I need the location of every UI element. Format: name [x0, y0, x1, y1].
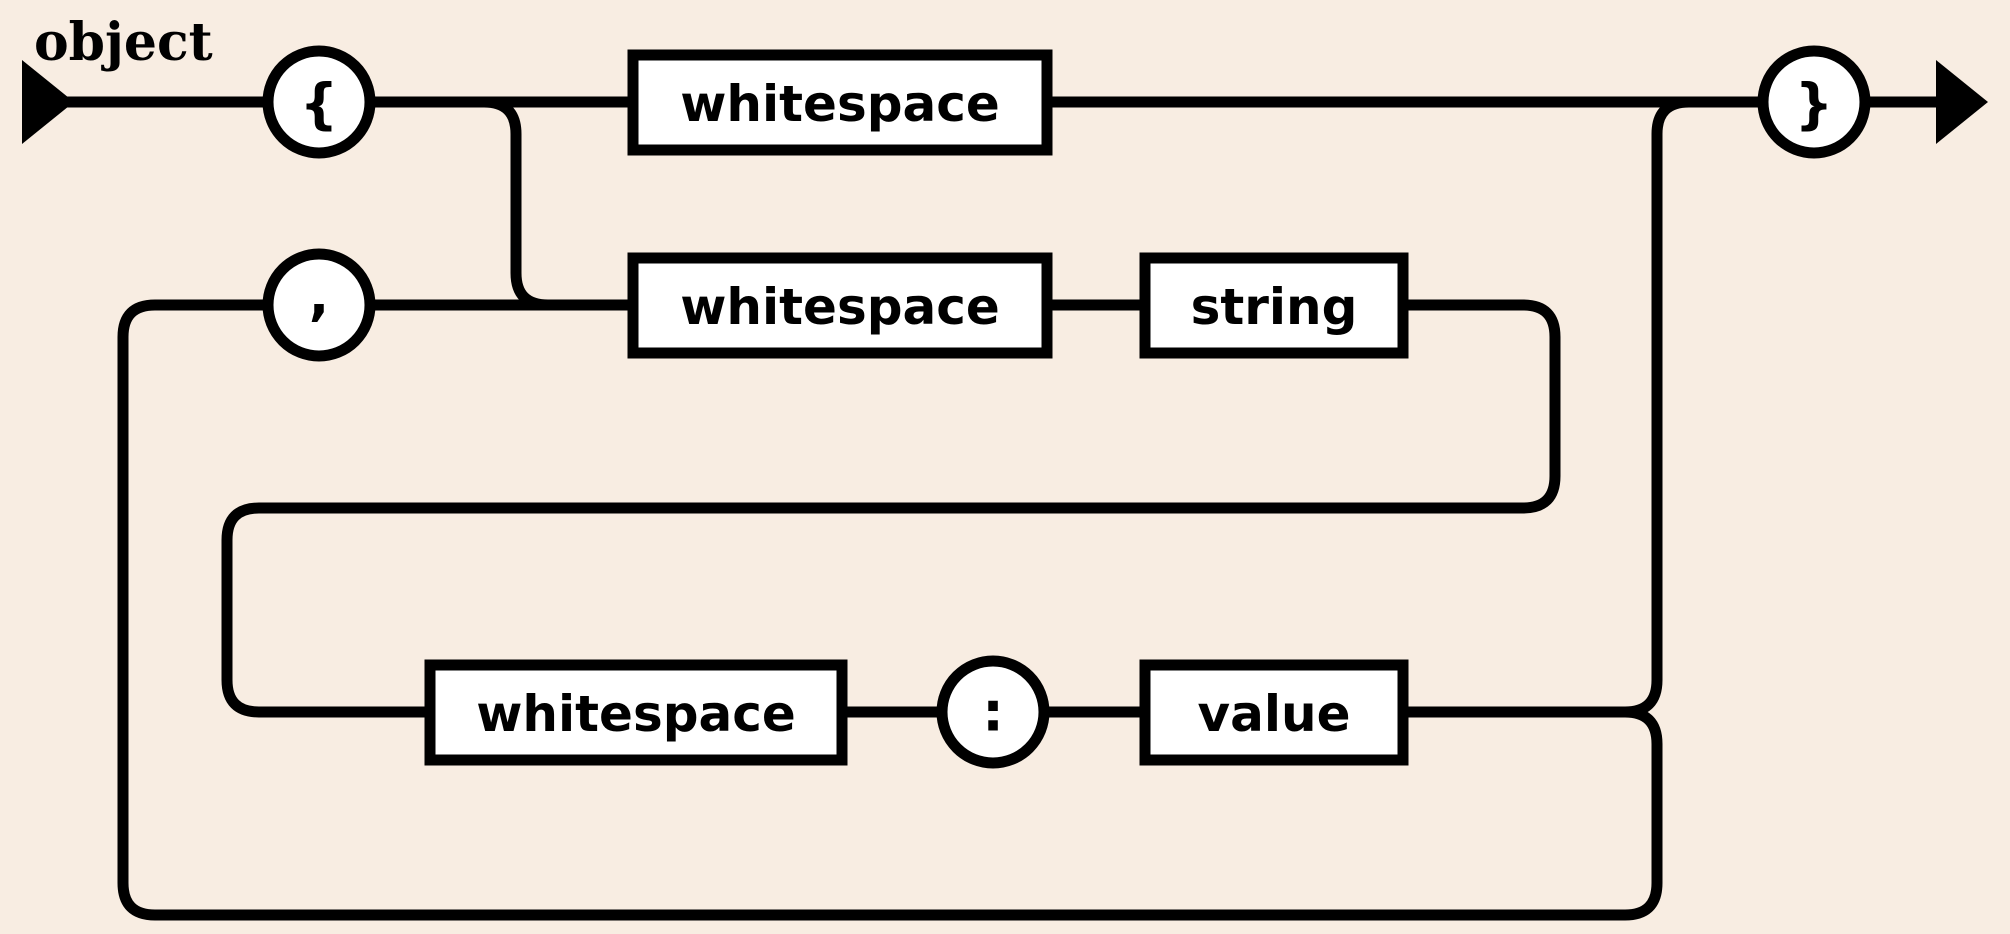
end-arrow-icon: [1936, 60, 1988, 144]
node-whitespace-top-label: whitespace: [680, 75, 1000, 133]
node-close-brace-label: }: [1795, 73, 1833, 136]
rail-comma-in: [117, 299, 268, 338]
node-string-label: string: [1191, 278, 1358, 336]
node-string[interactable]: [1139, 252, 1409, 359]
node-whitespace-value[interactable]: [424, 659, 848, 766]
rail-close-branch-down: [1624, 96, 1762, 718]
start-arrow-icon: [22, 60, 74, 144]
node-open-brace-label: {: [300, 73, 338, 136]
node-close-brace[interactable]: [1757, 45, 1871, 159]
node-open-brace[interactable]: [262, 45, 376, 159]
node-whitespace-value-label: whitespace: [476, 685, 796, 743]
node-comma-label: ,: [309, 265, 330, 328]
node-colon-label: :: [982, 681, 1004, 744]
node-whitespace-top[interactable]: [627, 49, 1053, 156]
node-comma[interactable]: [262, 248, 376, 362]
rail-string-to-valuerow: [221, 299, 1561, 718]
rail-branch-down-to-key-row: [410, 96, 633, 311]
node-whitespace-key-label: whitespace: [680, 278, 1000, 336]
node-value-label: value: [1198, 685, 1351, 743]
node-whitespace-key[interactable]: [627, 252, 1053, 359]
diagram-title: object: [34, 12, 213, 73]
node-value[interactable]: [1139, 659, 1409, 766]
node-colon[interactable]: [936, 655, 1050, 769]
rail-bottom-return-loop: [117, 337, 1663, 921]
